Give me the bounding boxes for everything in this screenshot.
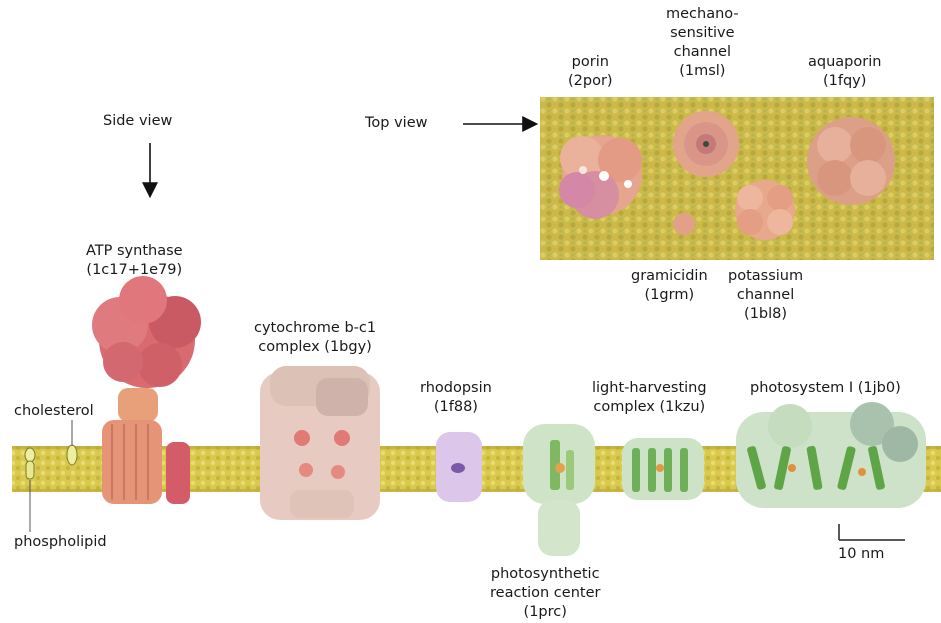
- mechanosensitive-channel-label: mechano- sensitive channel (1msl): [666, 5, 739, 81]
- mechanosensitive-channel-top-view: [673, 111, 739, 177]
- cholesterol-molecule: [67, 445, 77, 465]
- scale-bar-label: 10 nm: [838, 545, 884, 564]
- atp-synthase-label: ATP synthase (1c17+1e79): [86, 242, 183, 280]
- gramicidin-label: gramicidin (1grm): [631, 267, 708, 305]
- rhodopsin-structure: [436, 432, 482, 502]
- phospholipid-label: phospholipid: [14, 533, 107, 552]
- cholesterol-label: cholesterol: [14, 402, 94, 421]
- phospholipid-molecule: [25, 448, 35, 479]
- top-view-label: Top view: [365, 114, 427, 133]
- photosystem-i-label: photosystem I (1jb0): [750, 379, 901, 398]
- side-view-label: Side view: [103, 112, 172, 131]
- aquaporin-top-view: [807, 117, 895, 205]
- cytochrome-bc1-label: cytochrome b-c1 complex (1bgy): [254, 319, 376, 357]
- potassium-channel-top-view: [735, 180, 795, 240]
- photosynthetic-reaction-center-structure: [523, 424, 595, 556]
- potassium-channel-label: potassium channel (1bl8): [728, 267, 803, 324]
- aquaporin-label: aquaporin (1fqy): [808, 53, 881, 91]
- photosystem-i-structure: [736, 402, 926, 508]
- light-harvesting-complex-label: light-harvesting complex (1kzu): [592, 379, 707, 417]
- atp-synthase-structure: [92, 276, 201, 504]
- porin-label: porin (2por): [568, 53, 613, 91]
- gramicidin-top-view: [673, 213, 695, 235]
- cytochrome-bc1-structure: [260, 366, 380, 520]
- photosynthetic-reaction-center-label: photosynthetic reaction center (1prc): [490, 565, 600, 622]
- rhodopsin-label: rhodopsin (1f88): [420, 379, 492, 417]
- light-harvesting-complex-structure: [622, 438, 704, 500]
- scale-bar: [839, 524, 905, 540]
